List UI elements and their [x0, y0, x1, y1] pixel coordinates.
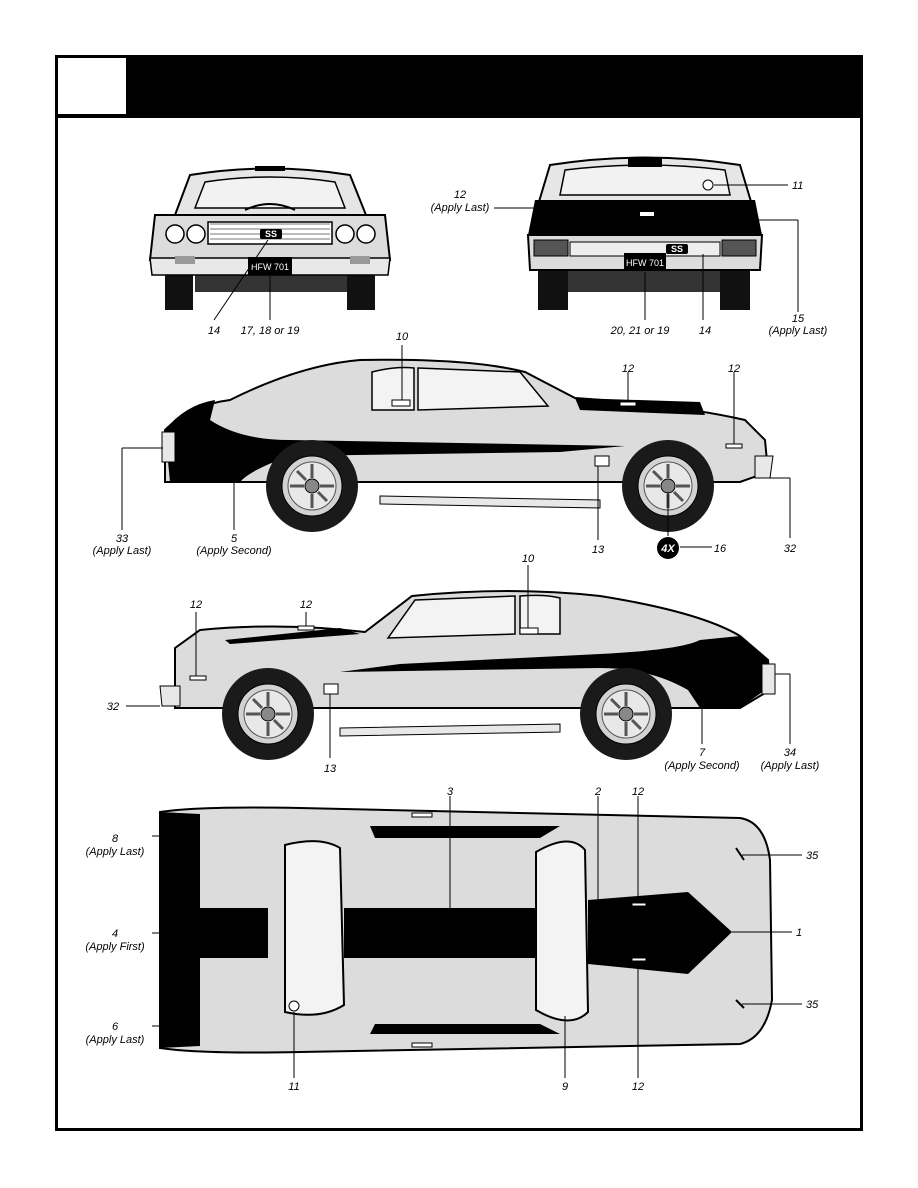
callout-12-top-b: 12 [632, 1081, 644, 1093]
callout-12-rear-note: (Apply Last) [431, 202, 490, 214]
callout-12-side1-b: 12 [728, 363, 740, 375]
callout-12-rear: 12 [454, 189, 466, 201]
callout-33-note: (Apply Last) [93, 545, 152, 557]
callout-11-top: 11 [288, 1081, 299, 1093]
callout-12-top-a: 12 [632, 786, 644, 798]
callout-12-side1-a: 12 [622, 363, 634, 375]
callout-1: 1 [796, 927, 802, 939]
callout-6-note: (Apply Last) [86, 1034, 145, 1046]
side-view-driver [161, 358, 774, 534]
callout-6: 6 [112, 1021, 119, 1033]
callout-13-side1: 13 [592, 544, 605, 556]
callout-35-a: 35 [806, 850, 819, 862]
front-ss-text: SS [265, 229, 277, 239]
callout-12-side2-a: 12 [190, 599, 202, 611]
callout-16: 16 [714, 543, 727, 555]
front-license-plate [248, 257, 292, 275]
callout-15: 15 [792, 313, 805, 325]
callout-32-side1: 32 [784, 543, 796, 555]
front-view: SS HFW 701 [148, 166, 392, 310]
top-view [159, 806, 774, 1054]
callout-12-side2-b: 12 [300, 599, 312, 611]
header-bar [58, 58, 860, 118]
front-ss-emblem [260, 229, 282, 239]
quantity-4x: 4X [660, 543, 675, 555]
rear-deck-stripe [528, 200, 762, 235]
callout-7: 7 [699, 747, 706, 759]
rear-ss-text: SS [671, 244, 683, 254]
callout-14-rear: 14 [699, 325, 711, 337]
rear-plate-text: HFW 701 [626, 258, 664, 268]
callout-10-side2: 10 [522, 553, 535, 565]
instruction-panel [55, 55, 863, 1131]
top-trunk-stripe [160, 812, 200, 1048]
callout-33: 33 [116, 533, 129, 545]
callout-10-side1: 10 [396, 331, 409, 343]
step-number-box [58, 58, 129, 114]
side1-body-stripe [165, 400, 625, 482]
callout-35-b: 35 [806, 999, 819, 1011]
top-roof-stripe [344, 908, 536, 958]
callout-9: 9 [562, 1081, 568, 1093]
rear-view: SS HFW 701 [526, 156, 764, 310]
callout-8-note: (Apply Last) [86, 846, 145, 858]
callout-34-note: (Apply Last) [761, 760, 820, 772]
callout-17-18-19: 17, 18 or 19 [241, 325, 300, 337]
callout-4: 4 [112, 928, 118, 940]
callout-14-front: 14 [208, 325, 220, 337]
callout-5: 5 [231, 533, 238, 545]
callout-8: 8 [112, 833, 119, 845]
top-hood-stripe [588, 892, 732, 974]
callout-20-21-19: 20, 21 or 19 [610, 325, 670, 337]
callout-5-note: (Apply Second) [196, 545, 272, 557]
side2-body-stripe [340, 636, 768, 708]
callout-7-note: (Apply Second) [664, 760, 740, 772]
callout-15-note: (Apply Last) [769, 325, 828, 337]
side-view-passenger [159, 590, 776, 762]
rear-license-plate [624, 253, 666, 271]
callout-13-side2: 13 [324, 763, 337, 775]
quantity-badge [657, 537, 679, 559]
callout-32-side2: 32 [107, 701, 119, 713]
callout-4-note: (Apply First) [85, 941, 145, 953]
front-plate-text: HFW 701 [251, 262, 289, 272]
callout-3: 3 [447, 786, 454, 798]
callout-34: 34 [784, 747, 796, 759]
callout-11-rear: 11 [792, 180, 803, 192]
callout-2: 2 [594, 786, 601, 798]
